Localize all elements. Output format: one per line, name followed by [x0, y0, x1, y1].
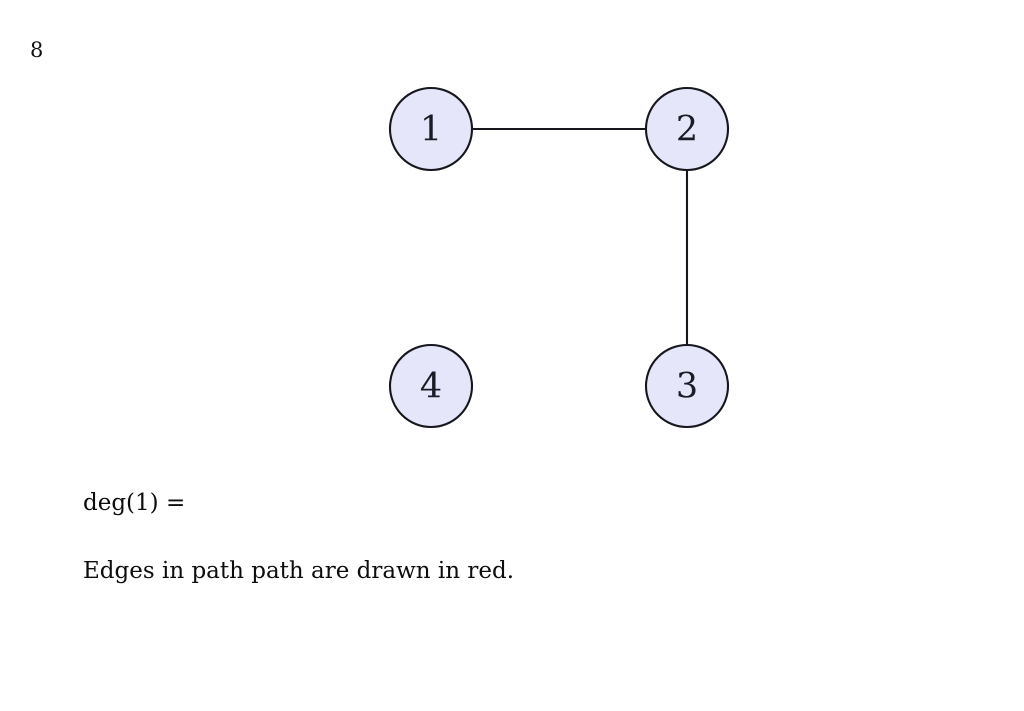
graph-node-1-label: 1 — [420, 110, 442, 150]
graph-edges — [472, 127, 689, 345]
text-block: deg(1) = Edges in path path are drawn in… — [83, 492, 943, 583]
graph-node-1-circle[interactable] — [388, 86, 474, 172]
graph-node-2[interactable]: 2 — [644, 86, 730, 172]
graph-figure: 1 2 3 4 — [388, 86, 730, 429]
graph-node-2-label: 2 — [676, 110, 698, 150]
graph-svg: 1 2 3 4 — [388, 86, 730, 429]
graph-node-3-label: 3 — [676, 367, 698, 407]
graph-node-1[interactable]: 1 — [388, 86, 474, 172]
degree-expression: deg(1) = — [83, 490, 186, 516]
graph-node-4-label: 4 — [420, 367, 442, 407]
graph-node-2-circle[interactable] — [644, 86, 730, 172]
legend-note: Edges in path path are drawn in red. — [83, 558, 515, 584]
page-number: 8 — [30, 38, 44, 62]
graph-node-3[interactable]: 3 — [644, 343, 730, 429]
graph-node-4-circle[interactable] — [388, 343, 474, 429]
graph-node-4[interactable]: 4 — [388, 343, 474, 429]
graph-node-3-circle[interactable] — [644, 343, 730, 429]
